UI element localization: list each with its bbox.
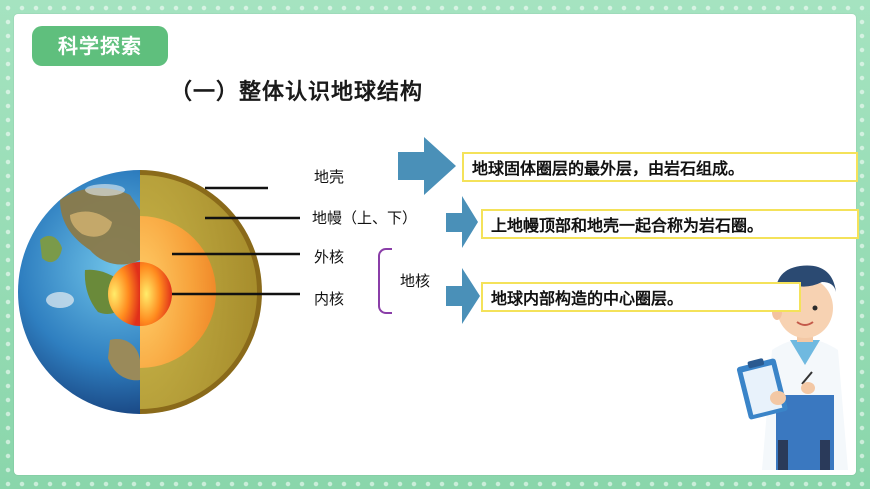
crust-arrow-icon: [398, 137, 456, 195]
core-description: 地球内部构造的中心圈层。: [481, 282, 801, 312]
mantle-label: 地幔（上、下）: [312, 209, 418, 227]
core-arrow-icon: [446, 268, 480, 324]
core-group-label: 地核: [400, 272, 431, 290]
crust-label: 地壳: [314, 168, 345, 186]
inner-core-label: 内核: [314, 290, 345, 308]
page-title: （一）整体认识地球结构: [170, 80, 424, 105]
section-badge: 科学探索: [32, 26, 168, 66]
lithosphere-description: 上地幔顶部和地壳一起合称为岩石圈。: [481, 209, 859, 239]
crust-description: 地球固体圈层的最外层，由岩石组成。: [462, 152, 858, 182]
mantle-arrow-icon: [446, 196, 478, 248]
core-bracket: [378, 248, 392, 314]
earth-globe: [18, 170, 262, 414]
teacher-illustration: [736, 265, 848, 470]
outer-core-label: 外核: [314, 248, 345, 266]
